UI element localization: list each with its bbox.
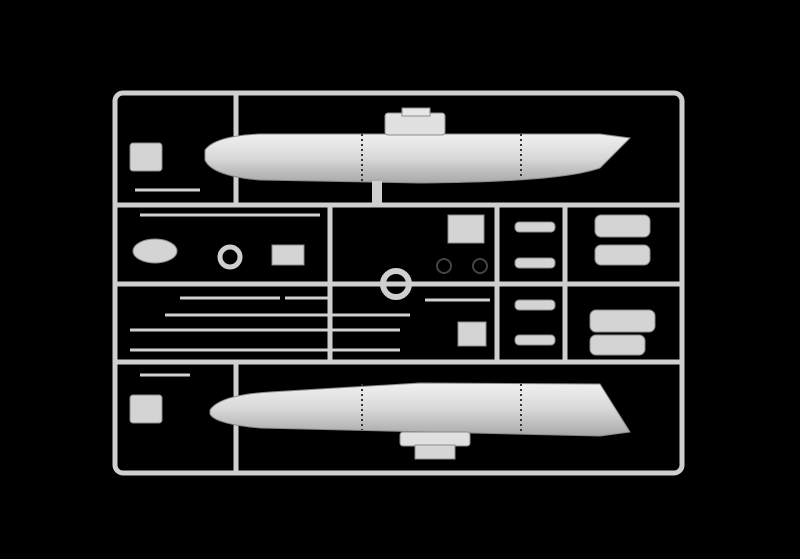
- upper-hull: [204, 107, 632, 205]
- small-parts: [129, 142, 656, 424]
- lower-hull: [209, 382, 631, 460]
- rod-parts: [130, 188, 490, 377]
- sprue-frame: [112, 90, 685, 476]
